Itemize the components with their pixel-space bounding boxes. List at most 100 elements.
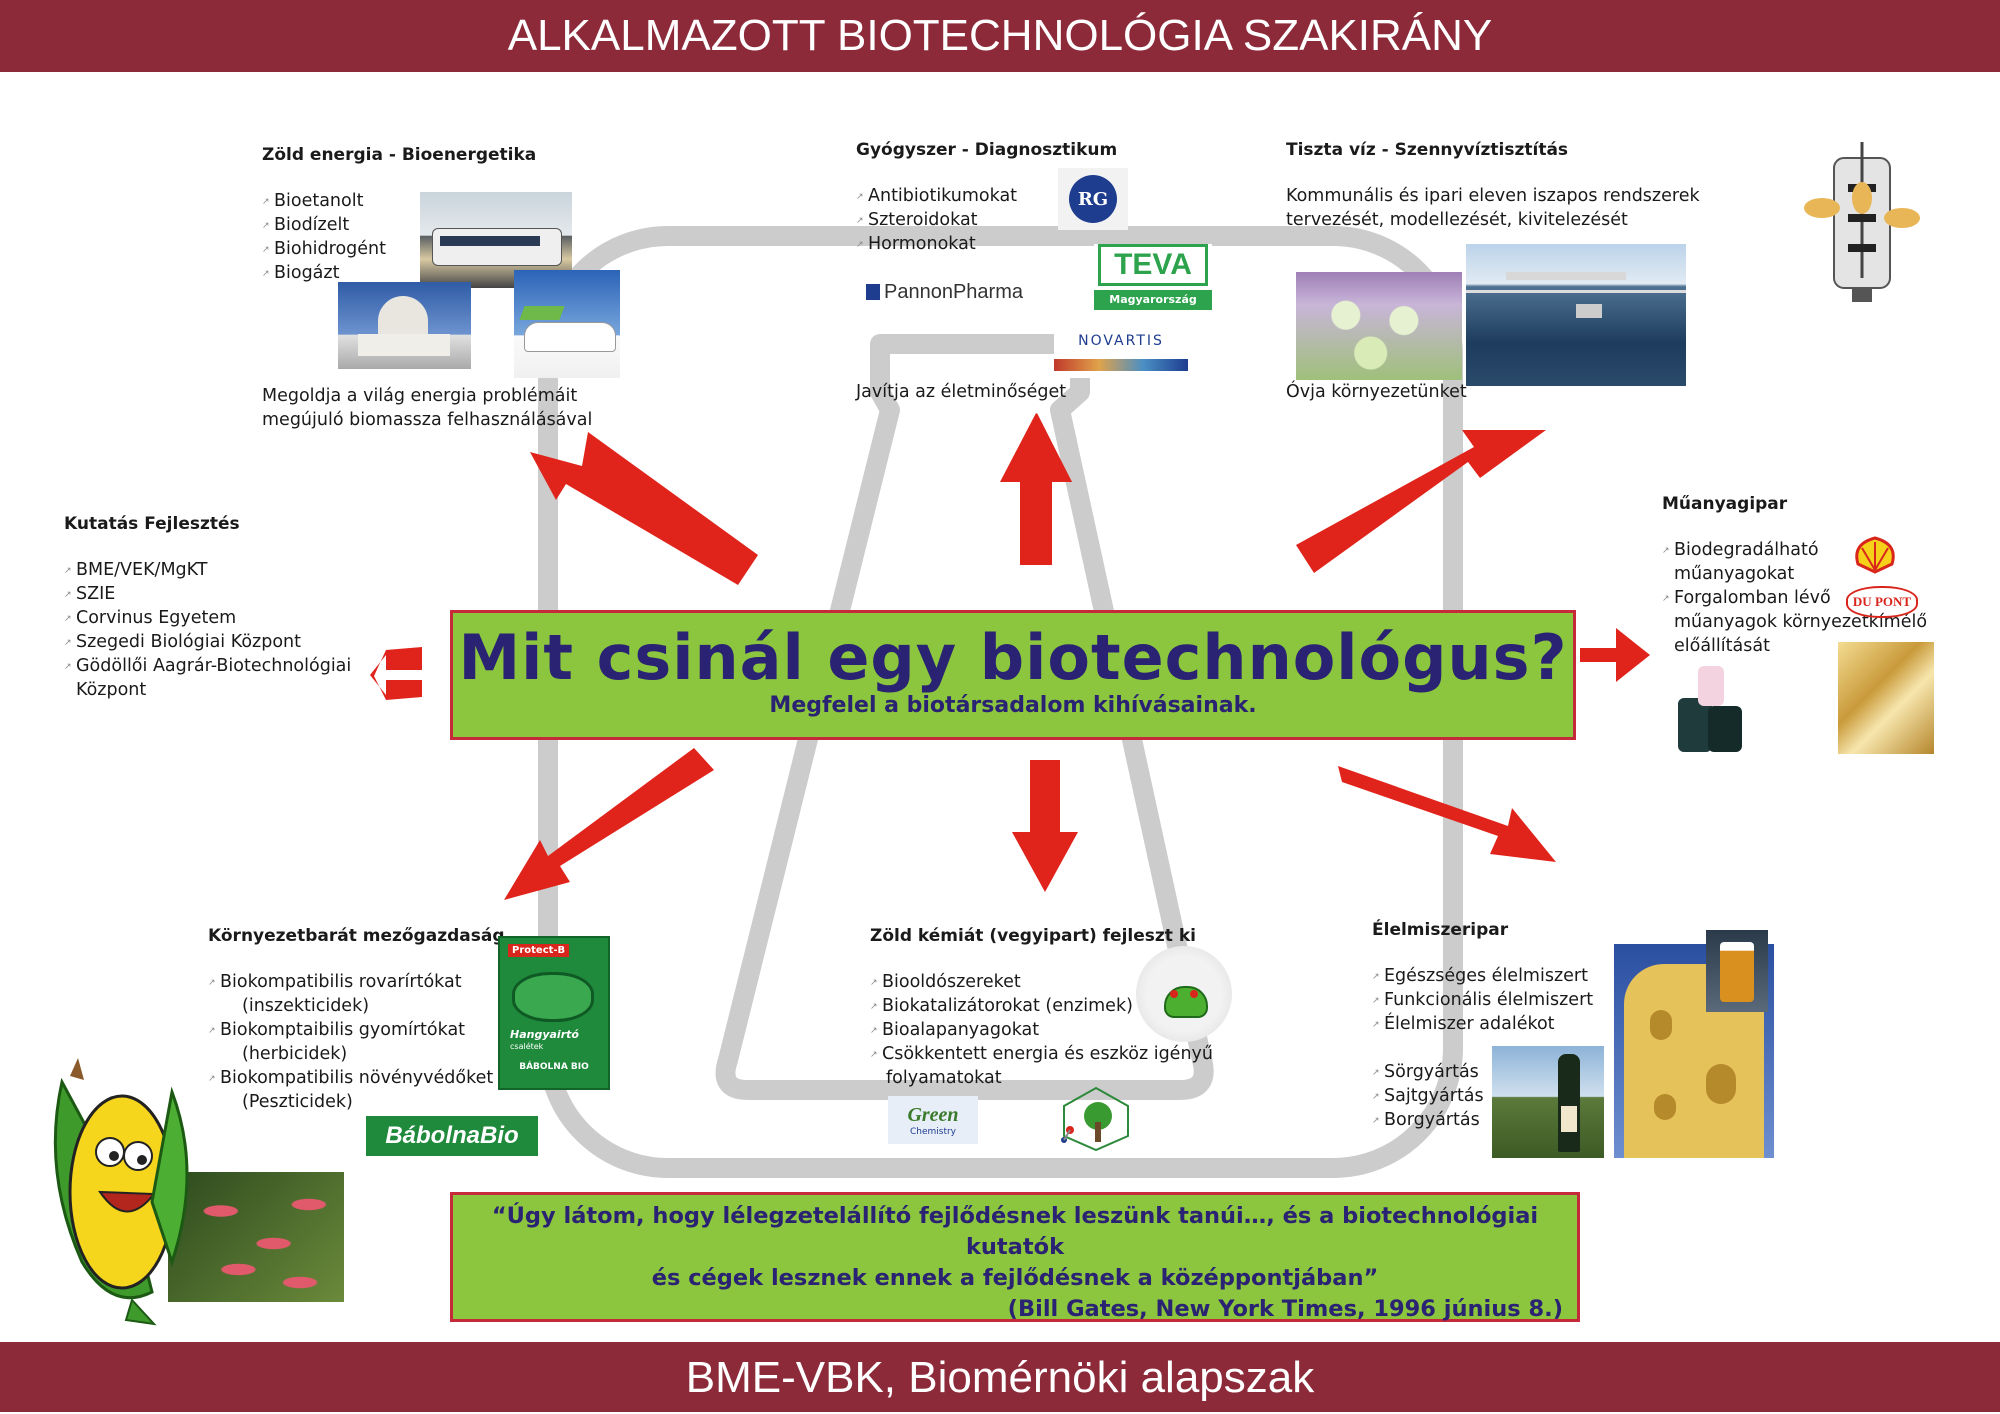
thread-spools-photo bbox=[1678, 666, 1742, 752]
list-item: Szegedi Biológiai Központ bbox=[64, 630, 404, 655]
section-pharma: Gyógyszer - Diagnosztikum Antibiotikumok… bbox=[856, 140, 1156, 257]
section-research: Kutatás Fejlesztés BME/VEK/MgKT SZIE Cor… bbox=[64, 514, 404, 702]
protect-b-package: Protect-B Hangyairtó csalétek BÁBOLNA BI… bbox=[498, 936, 610, 1090]
list-item: Sajtgyártás bbox=[1372, 1084, 1672, 1109]
pharma-list: Antibiotikumokat Szteroidokat Hormonokat bbox=[856, 184, 1156, 257]
section-water: Tiszta víz - Szennyvíztisztítás Kommunál… bbox=[1286, 140, 1766, 232]
list-item: Biooldószereket bbox=[870, 970, 1250, 995]
section-energy: Zöld energia - Bioenergetika Bioetanolt … bbox=[262, 145, 602, 286]
molecule-tree-logo bbox=[1061, 1086, 1129, 1152]
energy-list: Bioetanolt Biodízelt Biohidrogént Biogáz… bbox=[262, 189, 602, 286]
list-item: Biodízelt bbox=[262, 213, 602, 238]
quote-attribution: (Bill Gates, New York Times, 1996 június… bbox=[1007, 1296, 1563, 1322]
quote-line-1: “Úgy látom, hogy lélegzetelállító fejlőd… bbox=[491, 1203, 1539, 1260]
plastics-list: Biodegradálható műanyagokat Forgalomban l… bbox=[1662, 538, 1962, 658]
novartis-logo: NOVARTIS bbox=[1054, 326, 1188, 378]
list-item: Élelmiszer adalékot bbox=[1372, 1012, 1672, 1037]
energy-title: Zöld energia - Bioenergetika bbox=[262, 145, 537, 165]
center-title-box: Mit csinál egy biotechnológus? Megfelel … bbox=[450, 610, 1576, 740]
car-photo bbox=[514, 270, 620, 378]
pannonpharma-text: PannonPharma bbox=[884, 280, 1023, 303]
energy-note-line-1: Megoldja a világ energia problémáit bbox=[262, 386, 578, 406]
beer-glass-photo bbox=[1706, 930, 1768, 1012]
list-item-text: Biokomptaibilis gyomírtókat bbox=[220, 1020, 466, 1040]
list-item-text: Csökkentett energia és eszköz igényű bbox=[882, 1044, 1213, 1064]
list-item-cont: előállítását bbox=[1674, 636, 1770, 656]
pack-mid-label: Hangyairtó bbox=[510, 1028, 579, 1041]
list-item-cont: műanyagok környezetkímélő bbox=[1674, 612, 1928, 632]
arrow-up bbox=[1002, 413, 1072, 565]
list-item-text: Forgalomban lévő bbox=[1674, 588, 1831, 608]
food-list-1: Egészséges élelmiszert Funkcionális élel… bbox=[1372, 964, 1672, 1037]
list-item: Hormonokat bbox=[856, 232, 1156, 257]
pack-sub-label: csalétek bbox=[510, 1042, 544, 1051]
water-desc-line-1: Kommunális és ipari eleven iszapos rends… bbox=[1286, 186, 1700, 206]
arrow-right bbox=[1580, 628, 1650, 682]
corn-mascot-icon bbox=[53, 1058, 189, 1326]
rg-logo: RG bbox=[1058, 168, 1128, 230]
arrow-left bbox=[370, 647, 422, 700]
arrow-up-left bbox=[530, 432, 758, 585]
green-chemistry-logo: Green Chemistry bbox=[888, 1096, 978, 1144]
list-item: Antibiotikumokat bbox=[856, 184, 1156, 209]
pack-bottom-label: BÁBOLNA BIO bbox=[519, 1062, 589, 1072]
babolna-bio-logo: BábolnaBio bbox=[366, 1116, 538, 1156]
list-item: Bioalapanyagokat bbox=[870, 1018, 1250, 1043]
list-item: Biogázt bbox=[262, 261, 602, 286]
footer-title: BME-VBK, Biomérnöki alapszak bbox=[685, 1353, 1315, 1402]
list-item: Biodegradálható műanyagokat bbox=[1662, 538, 1962, 586]
clarifier-photo bbox=[1466, 244, 1686, 386]
arrow-up-right bbox=[1296, 430, 1546, 573]
list-item-cont: műanyagokat bbox=[1674, 564, 1795, 584]
list-item-cont: Központ bbox=[76, 680, 147, 700]
capitol-photo bbox=[338, 282, 471, 369]
list-item-text: Biokompatibilis rovarírtókat bbox=[220, 972, 462, 992]
wine-photo bbox=[1492, 1046, 1604, 1158]
list-item-text: Gödöllői Aagrár-Biotechnológiai bbox=[76, 656, 352, 676]
list-item-text: Biodegradálható bbox=[1674, 540, 1819, 560]
list-item: BME/VEK/MgKT bbox=[64, 558, 404, 583]
pannonpharma-icon bbox=[866, 284, 880, 300]
energy-note-line-2: megújuló biomassza felhasználásával bbox=[262, 410, 593, 430]
list-item: Biokatalizátorokat (enzimek) bbox=[870, 994, 1250, 1019]
chem-title: Zöld kémiát (vegyipart) fejleszt ki bbox=[870, 926, 1196, 946]
top-banner: ALKALMAZOTT BIOTECHNOLÓGIA SZAKIRÁNY bbox=[0, 0, 2000, 72]
teva-wordmark: TEVA bbox=[1098, 244, 1208, 286]
list-item: Funkcionális élelmiszert bbox=[1372, 988, 1672, 1013]
list-item-cont: (herbicidek) bbox=[242, 1044, 348, 1064]
water-desc-line-2: tervezését, modellezését, kivitelezését bbox=[1286, 210, 1628, 230]
rg-logo-mark: RG bbox=[1069, 175, 1117, 223]
pharma-title: Gyógyszer - Diagnosztikum bbox=[856, 140, 1118, 160]
section-chem: Zöld kémiát (vegyipart) fejleszt ki Bioo… bbox=[870, 926, 1250, 1090]
list-item: Biokompatibilis rovarírtókat (inszekticid… bbox=[208, 970, 528, 1018]
agri-title: Környezetbarát mezőgazdaság bbox=[208, 926, 505, 946]
list-item: Forgalomban lévő műanyagok környezetkímél… bbox=[1662, 586, 1962, 658]
shell-logo bbox=[1855, 536, 1895, 574]
novartis-stripe bbox=[1054, 359, 1188, 371]
list-item: Borgyártás bbox=[1372, 1108, 1672, 1133]
green-chemistry-frog-logo: Green Chemistry bbox=[1136, 946, 1232, 1042]
bus-photo bbox=[420, 192, 572, 288]
list-item: Corvinus Egyetem bbox=[64, 606, 404, 631]
green-small-text-2: Chemistry bbox=[909, 1126, 957, 1137]
food-list-2: Sörgyártás Sajtgyártás Borgyártás bbox=[1372, 1060, 1672, 1133]
list-item-cont: (Peszticidek) bbox=[242, 1092, 353, 1112]
list-item-cont: folyamatokat bbox=[886, 1068, 1002, 1088]
fabric-photo bbox=[1838, 642, 1934, 754]
header-title: ALKALMAZOTT BIOTECHNOLÓGIA SZAKIRÁNY bbox=[507, 11, 1493, 60]
food-title: Élelmiszeripar bbox=[1372, 920, 1509, 940]
list-item: Egészséges élelmiszert bbox=[1372, 964, 1672, 989]
section-food: Élelmiszeripar Egészséges élelmiszert Fu… bbox=[1372, 920, 1672, 1133]
section-agri: Környezetbarát mezőgazdaság Biokompatibi… bbox=[208, 926, 528, 1114]
novartis-text: NOVARTIS bbox=[1078, 333, 1164, 349]
plastics-title: Műanyagipar bbox=[1662, 494, 1788, 514]
pannonpharma-logo: PannonPharma bbox=[866, 278, 1023, 306]
pack-top-label: Protect-B bbox=[508, 944, 570, 957]
list-item-cont: (inszekticidek) bbox=[242, 996, 370, 1016]
list-item-text: Biokompatibilis növényvédőket bbox=[220, 1068, 494, 1088]
arrow-down-left bbox=[504, 748, 714, 900]
green-small-text: Green bbox=[907, 1103, 959, 1126]
arrow-down bbox=[1012, 760, 1078, 892]
agri-list: Biokompatibilis rovarírtókat (inszekticid… bbox=[208, 970, 528, 1114]
center-subtitle: Megfelel a biotársadalom kihívásainak. bbox=[769, 693, 1257, 718]
